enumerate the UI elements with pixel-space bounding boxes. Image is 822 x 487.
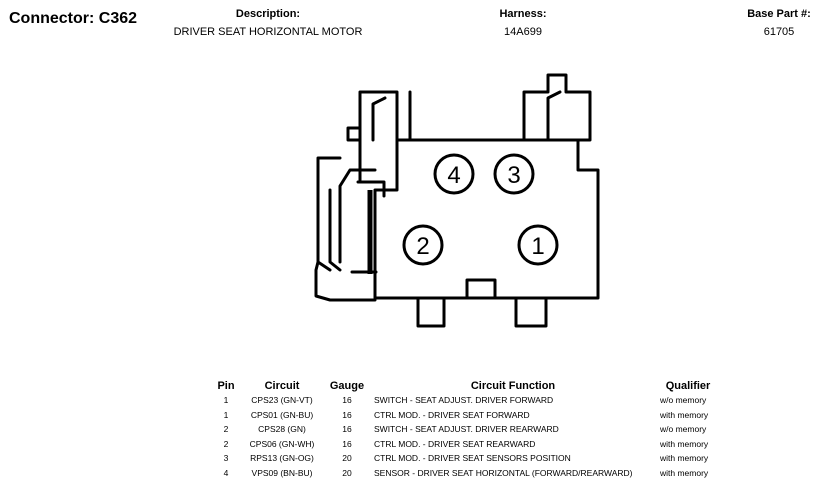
cell-circuit: CPS23 (GN-VT) (251, 395, 313, 406)
lock-arm-rail (356, 180, 386, 198)
cell-function: CTRL MOD. - DRIVER SEAT REARWARD (374, 438, 536, 449)
pin-cavity-1 (517, 224, 559, 266)
table-row: 2 CPS06 (GN-WH) 16 CTRL MOD. - DRIVER SE… (212, 437, 720, 452)
header-circuit: Circuit (264, 379, 300, 392)
description-label: Description: (235, 8, 301, 20)
cell-gauge: 20 (342, 467, 352, 478)
connector-housing (373, 138, 600, 300)
harness-label: Harness: (499, 8, 547, 20)
cell-circuit: CPS01 (GN-BU) (250, 409, 314, 420)
header-gauge: Gauge (329, 379, 365, 392)
cell-circuit: RPS13 (GN-OG) (250, 453, 314, 464)
housing-foot-right (514, 296, 548, 328)
lock-arm-outer (338, 168, 377, 264)
cell-circuit: CPS06 (GN-WH) (249, 438, 315, 449)
header-circuit-function: Circuit Function (470, 379, 556, 392)
cell-pin: 3 (223, 453, 229, 464)
pin-cavity-4 (433, 153, 475, 195)
cell-qualifier: with memory (660, 409, 709, 420)
lock-arm-clip (316, 156, 342, 272)
cell-circuit: CPS28 (GN) (258, 424, 306, 435)
cell-qualifier: w/o memory (660, 395, 707, 406)
cell-function: SWITCH - SEAT ADJUST. DRIVER FORWARD (374, 395, 554, 406)
cell-qualifier: with memory (660, 467, 709, 478)
harness-value: 14A699 (504, 26, 542, 38)
header-pin: Pin (217, 379, 235, 392)
cell-gauge: 16 (342, 395, 352, 406)
housing-bottom-key (465, 278, 497, 300)
cell-pin: 2 (223, 424, 229, 435)
cell-gauge: 16 (342, 438, 352, 449)
cell-circuit: VPS09 (BN-BU) (251, 467, 313, 478)
cell-gauge: 16 (342, 424, 352, 435)
table-row: 1 CPS01 (GN-BU) 16 CTRL MOD. - DRIVER SE… (212, 408, 720, 423)
pin-label-2: 2 (416, 233, 429, 260)
latch-left-tab (346, 126, 362, 142)
pin-cavity-3 (493, 153, 535, 195)
latch-right-outer (522, 73, 592, 142)
lock-arm-side (328, 188, 342, 272)
connector-title: Connector: C362 (9, 10, 138, 27)
table-row: 2 CPS28 (GN) 16 SWITCH - SEAT ADJUST. DR… (212, 422, 720, 437)
cell-function: SWITCH - SEAT ADJUST. DRIVER REARWARD (374, 424, 559, 435)
latch-left-inner (371, 96, 387, 142)
cell-function: SENSOR - DRIVER SEAT HORIZONTAL (FORWARD… (374, 467, 633, 478)
base-part-value: 61705 (763, 26, 795, 38)
cell-gauge: 16 (342, 409, 352, 420)
cell-function: CTRL MOD. - DRIVER SEAT SENSORS POSITION (374, 453, 571, 464)
pin-label-4: 4 (447, 162, 460, 189)
pin-label-3: 3 (507, 162, 520, 189)
header-qualifier: Qualifier (665, 379, 711, 392)
pin-cavity-2 (402, 224, 444, 266)
latch-right-inner (546, 90, 562, 142)
description-value: DRIVER SEAT HORIZONTAL MOTOR (173, 26, 363, 38)
pinout-header-row: Pin Circuit Gauge Circuit Function Quali… (212, 378, 720, 393)
table-row: 1 CPS23 (GN-VT) 16 SWITCH - SEAT ADJUST.… (212, 393, 720, 408)
cell-qualifier: w/o memory (660, 424, 707, 435)
cell-qualifier: with memory (660, 453, 709, 464)
base-part-label: Base Part #: (747, 8, 811, 20)
lock-arm-hook (314, 260, 377, 302)
cell-gauge: 20 (342, 453, 352, 464)
cell-function: CTRL MOD. - DRIVER SEAT FORWARD (374, 409, 530, 420)
table-row: 4 VPS09 (BN-BU) 20 SENSOR - DRIVER SEAT … (212, 466, 720, 481)
table-row: 3 RPS13 (GN-OG) 20 CTRL MOD. - DRIVER SE… (212, 451, 720, 466)
pinout-table: Pin Circuit Gauge Circuit Function Quali… (212, 378, 720, 480)
pin-label-1: 1 (531, 233, 544, 260)
housing-foot-left (416, 296, 446, 328)
cell-pin: 4 (223, 467, 229, 478)
latch-left-outer (358, 90, 399, 182)
cell-pin: 1 (223, 409, 229, 420)
cell-qualifier: with memory (660, 438, 709, 449)
cell-pin: 2 (223, 438, 229, 449)
cell-pin: 1 (223, 395, 229, 406)
connector-face-diagram: 4 3 2 1 (314, 73, 600, 328)
